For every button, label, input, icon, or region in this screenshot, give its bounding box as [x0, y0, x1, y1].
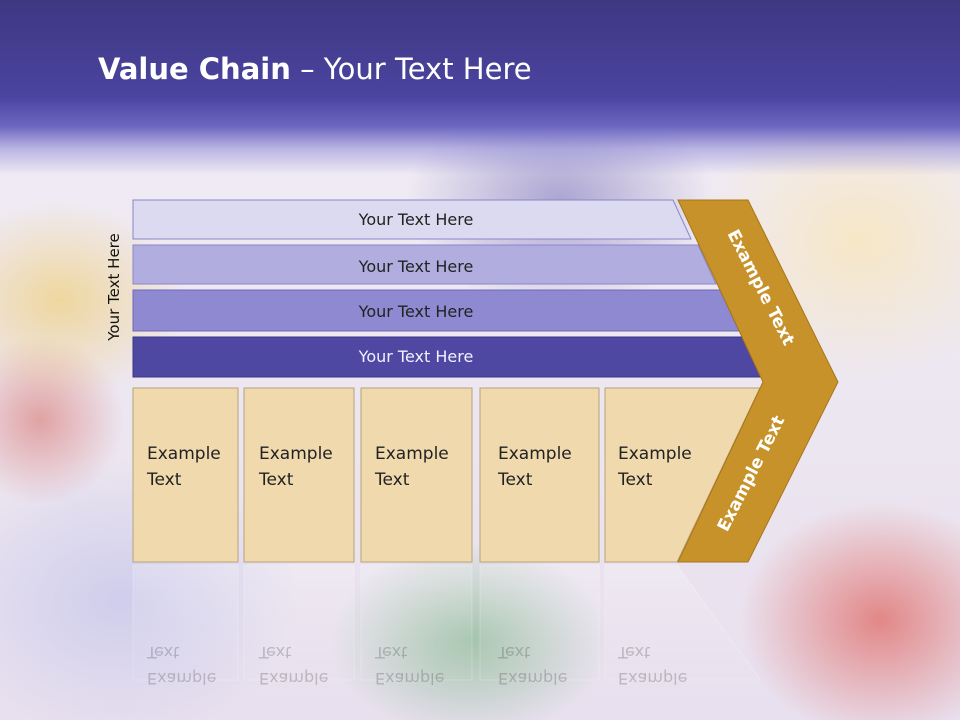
support-bar-2 — [132, 244, 717, 285]
primary-box-4-line1: Example — [498, 444, 572, 464]
support-bar-1 — [132, 199, 692, 240]
reflection-group: Example Text Example Text Example Text E… — [132, 564, 761, 688]
reflection-text: Example — [259, 669, 328, 688]
reflection-text: Text — [146, 643, 179, 662]
reflection-text: Example — [147, 669, 216, 688]
reflection-text: Text — [497, 643, 530, 662]
reflection-text: Text — [258, 643, 291, 662]
primary-box-5-line2: Text — [617, 470, 653, 490]
box-reflection — [243, 564, 355, 681]
primary-box-1-line2: Text — [146, 470, 182, 490]
title-bold: Value Chain — [98, 52, 291, 86]
box-reflection — [604, 564, 761, 681]
support-bar-4-label: Your Text Here — [358, 347, 474, 366]
page-title: Value Chain – Your Text Here — [98, 52, 532, 86]
support-bar-2-label: Your Text Here — [358, 257, 474, 276]
primary-box-1-line1: Example — [147, 444, 221, 464]
box-reflection — [479, 564, 600, 681]
box-reflection — [360, 564, 473, 681]
margin-chevron — [677, 199, 839, 563]
primary-box-2-line1: Example — [259, 444, 333, 464]
primary-box-4-line2: Text — [497, 470, 533, 490]
reflection-text: Example — [618, 669, 687, 688]
support-bar-1-label: Your Text Here — [358, 210, 474, 229]
support-bar-3-label: Your Text Here — [358, 302, 474, 321]
primary-box-3-line2: Text — [374, 470, 410, 490]
primary-box-4 — [479, 387, 600, 563]
reflection-text: Text — [617, 643, 650, 662]
primary-box-2-line2: Text — [258, 470, 294, 490]
reflection-text: Text — [374, 643, 407, 662]
header-band — [0, 0, 960, 175]
primary-box-1 — [132, 387, 239, 563]
reflection-text: Example — [498, 669, 567, 688]
primary-box-5 — [604, 387, 761, 563]
primary-box-3 — [360, 387, 473, 563]
primary-box-5-line1: Example — [618, 444, 692, 464]
reflection-text: Example — [375, 669, 444, 688]
primary-box-2 — [243, 387, 355, 563]
box-reflection — [132, 564, 239, 681]
title-rest: – Your Text Here — [290, 52, 532, 86]
primary-box-3-line1: Example — [375, 444, 449, 464]
